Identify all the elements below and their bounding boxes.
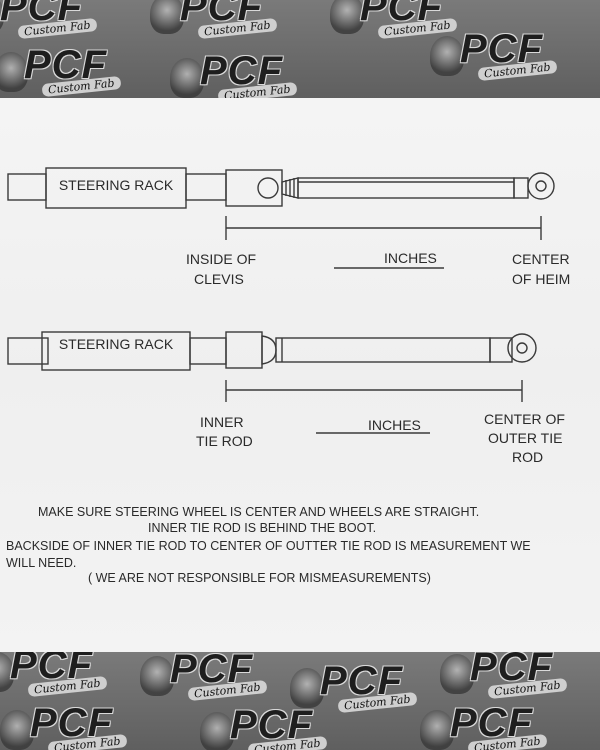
rack-label-1: STEERING RACK (59, 177, 174, 193)
right-label-1-line1: CENTER (512, 251, 570, 267)
chief-icon (150, 0, 184, 34)
right-label-1-line2: OF HEIM (512, 271, 570, 287)
rack-shaft-end (7, 337, 49, 365)
chief-icon (0, 52, 28, 92)
chief-icon (200, 712, 234, 750)
heim-joint (527, 172, 555, 200)
right-label-2-line3: ROD (512, 449, 543, 465)
left-label-2-line2: TIE ROD (196, 433, 253, 449)
chief-icon (0, 710, 34, 750)
tie-rod-diagram: STEERING RACK INSIDE OF CLEVIS INCHES CE… (6, 167, 570, 585)
left-label-2-line1: INNER (200, 414, 244, 430)
tie-rod-shaft (275, 337, 491, 363)
note-line-5: ( WE ARE NOT RESPONSIBLE FOR MISMEASUREM… (88, 571, 431, 585)
clevis (225, 169, 283, 207)
chief-icon (430, 36, 464, 76)
inner-tie-rod-ball (261, 335, 277, 365)
left-label-1-line1: INSIDE OF (186, 251, 256, 267)
note-line-2: INNER TIE ROD IS BEHIND THE BOOT. (148, 521, 376, 535)
rack-shaft (185, 173, 227, 201)
chief-icon (170, 58, 204, 98)
rack-label-2: STEERING RACK (59, 336, 174, 352)
outer-tie-rod-end (507, 333, 537, 363)
diagram-sheet: STEERING RACK INSIDE OF CLEVIS INCHES CE… (0, 98, 600, 652)
chief-icon (0, 652, 14, 692)
inner-tie-rod (225, 331, 263, 369)
chief-icon (440, 654, 474, 694)
note-line-4: WILL NEED. (6, 556, 76, 570)
heim-thread (513, 177, 529, 199)
measure-label-1: INCHES (384, 250, 437, 266)
rack-shaft-end (7, 173, 47, 201)
left-label-1-line2: CLEVIS (194, 271, 244, 287)
note-line-1: MAKE SURE STEERING WHEEL IS CENTER AND W… (38, 505, 479, 519)
chief-icon (140, 656, 174, 696)
outer-tie-rod-thread (489, 337, 513, 363)
chief-icon (0, 0, 4, 34)
chief-icon (330, 0, 364, 34)
note-line-3: BACKSIDE OF INNER TIE ROD TO CENTER OF O… (6, 539, 531, 553)
chief-icon (290, 668, 324, 708)
tie-rod-tube (297, 177, 515, 199)
right-label-2-line2: OUTER TIE (488, 430, 562, 446)
chief-icon (420, 710, 454, 750)
right-label-2-line1: CENTER OF (484, 411, 565, 427)
clevis-eye (257, 177, 279, 199)
measure-label-2: INCHES (368, 417, 421, 433)
rack-shaft (189, 337, 227, 365)
